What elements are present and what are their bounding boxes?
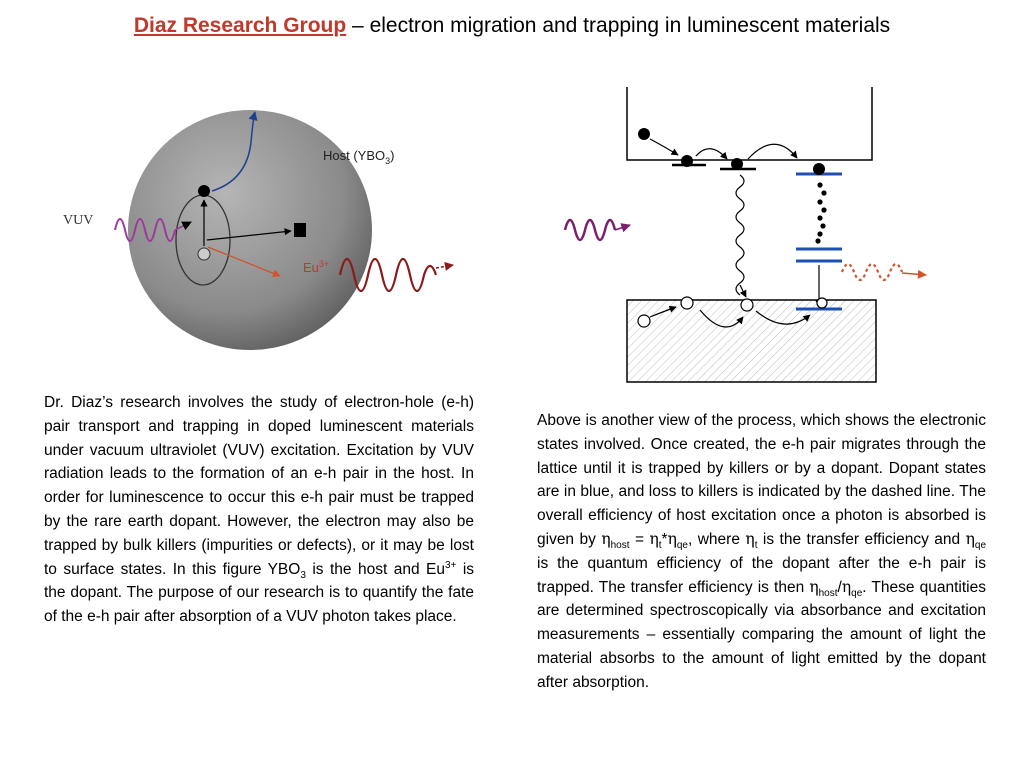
trapped-electron-1: [681, 155, 693, 167]
eu-label: Eu3+: [303, 259, 329, 275]
vuv-label: VUV: [63, 213, 93, 228]
dopant-emission-wave: [840, 262, 904, 282]
vb-hole-arrow-2: [699, 309, 744, 328]
host-sphere: [128, 110, 372, 350]
dopant-relaxation-dots: [815, 182, 827, 244]
host-label: Host (YBO3): [323, 148, 394, 166]
vb-hole-arrow-3: [755, 310, 811, 325]
vuv-arrow: [174, 221, 192, 231]
description-paragraph-right: Above is another view of the process, wh…: [537, 412, 987, 691]
surface-loss-arrow: [211, 111, 258, 192]
killer-loss-arrow: [739, 284, 747, 298]
vuv-wave: [114, 218, 176, 242]
excitation-wave: [563, 218, 617, 242]
dopant-electron: [813, 163, 825, 175]
emission-wave: [338, 257, 438, 293]
title-subtitle: – electron migration and trapping in lum…: [346, 14, 891, 37]
killer-loss-path: [735, 174, 745, 296]
trap-hop-1: [695, 148, 728, 160]
vb-hole-3: [740, 298, 754, 312]
page-title: Diaz Research Group – electron migration…: [0, 12, 1024, 40]
vb-hole-arrow-1: [649, 305, 677, 318]
electron-dot: [198, 185, 210, 197]
vb-hole-2: [680, 296, 694, 310]
host-sphere-diagram: VUV Host (YBO3) Eu3+: [63, 110, 454, 350]
trapped-electron-2: [731, 158, 743, 170]
cb-electron: [638, 128, 650, 140]
dopant-arrow: [207, 246, 281, 277]
conduction-band: [626, 87, 873, 161]
vb-hole-1: [637, 314, 651, 328]
dopant-emission-head: [901, 269, 927, 279]
emission-arrow: [435, 261, 454, 271]
dopant-hole: [816, 297, 828, 309]
valence-band: [626, 299, 877, 383]
cb-electron-arrow: [649, 138, 679, 156]
excitation-arrow: [614, 223, 631, 233]
energy-level-diagram: [563, 87, 927, 383]
killer-arrow: [206, 228, 292, 241]
hole-dot: [197, 247, 211, 261]
killer-square: [294, 223, 306, 237]
group-name-link[interactable]: Diaz Research Group: [133, 14, 347, 37]
description-paragraph-left: Dr. Diaz’s research involves the study o…: [44, 394, 475, 626]
trap-hop-2: [747, 143, 798, 160]
